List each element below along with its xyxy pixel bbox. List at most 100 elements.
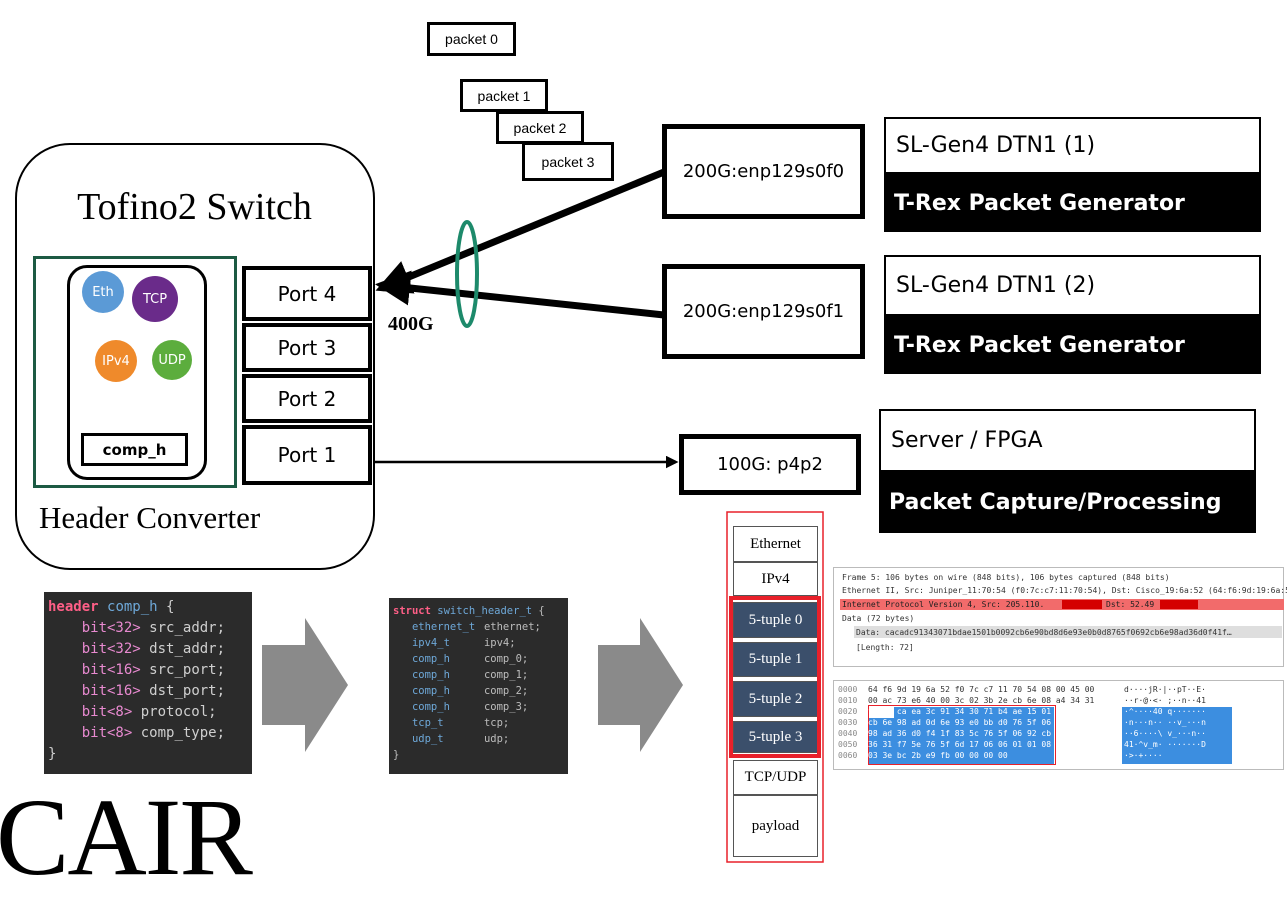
code2-name: switch_header_t	[437, 605, 533, 617]
code2-field-name: comp_1;	[483, 669, 529, 681]
code-comp-h-header: header comp_h { bit<32> src_addr; bit<32…	[44, 592, 252, 774]
ascii-row-0: d····jR·|··pT··E·	[1124, 685, 1206, 694]
code1-keyword: header	[48, 599, 99, 615]
port-4: Port 4	[242, 266, 372, 321]
nic-p4p2: 100G: p4p2	[679, 434, 861, 495]
port-3: Port 3	[242, 323, 372, 372]
code2-field-type: comp_h	[411, 701, 450, 713]
code1-field-name: src_addr;	[149, 620, 226, 636]
parser-graph-box	[67, 265, 207, 480]
ascii-row-1: ··r·@·<· ;··n··41	[1124, 696, 1206, 705]
link-aggregation-ellipse	[455, 220, 479, 328]
hex-selection-highlight-row2	[894, 707, 1054, 718]
code2-field-name: comp_3;	[483, 701, 529, 713]
offset-6: 0060	[838, 751, 858, 760]
host-1-name: SL-Gen4 DTN1 (1)	[884, 117, 1261, 174]
code2-close: }	[393, 749, 400, 761]
code2-keyword: struct	[393, 605, 431, 617]
code2-field-type: ipv4_t	[411, 637, 450, 649]
code1-field-name: dst_port;	[149, 683, 226, 699]
code2-field-type: comp_h	[411, 669, 450, 681]
stack-ethernet: Ethernet	[733, 526, 818, 562]
comp-h-box: comp_h	[81, 433, 188, 466]
packet-2: packet 2	[496, 111, 584, 144]
stack-5-tuple-0: 5-tuple 0	[733, 602, 818, 638]
code2-field-name: comp_0;	[483, 653, 529, 665]
host-2-name: SL-Gen4 DTN1 (2)	[884, 255, 1261, 316]
host-1-role: T-Rex Packet Generator	[884, 174, 1261, 232]
packet-1: packet 1	[460, 79, 548, 112]
hex-row-3: cb 6e 98 ad 0d 6e 93 e0 bb d0 76 5f 06 9…	[868, 718, 1095, 727]
port-2: Port 2	[242, 374, 372, 423]
ascii-row-6: ·>·+····	[1124, 751, 1163, 760]
code2-field-type: comp_h	[411, 653, 450, 665]
code2-field-name: ipv4;	[483, 637, 516, 649]
offset-0: 0000	[838, 685, 858, 694]
nic-enp129s0f0: 200G:enp129s0f0	[662, 124, 865, 219]
capture-ip-dst-line: Dst: 52.49	[1106, 600, 1155, 609]
code1-field-type: bit<32>	[81, 641, 141, 657]
stack-ipv4: IPv4	[733, 562, 818, 596]
node-eth: Eth	[82, 271, 124, 313]
hex-row-0: 64 f6 9d 19 6a 52 f0 7c c7 11 70 54 08 0…	[868, 685, 1095, 694]
cair-logo: CAIR	[0, 776, 253, 898]
code2-field-name: udp;	[483, 733, 510, 745]
offset-1: 0010	[838, 696, 858, 705]
code2-field-type: udp_t	[411, 733, 444, 745]
hex-row-6: 03 3e bc 2b e9 fb 00 00 00 00	[868, 751, 1008, 760]
node-ipv4: IPv4	[95, 340, 137, 382]
code2-field-type: comp_h	[411, 685, 450, 697]
code2-field-name: tcp;	[483, 717, 510, 729]
code1-name: comp_h	[107, 599, 158, 615]
host-3-name: Server / FPGA	[879, 409, 1256, 472]
stack-outer-frame	[726, 511, 824, 863]
capture-details-pane: Frame 5: 106 bytes on wire (848 bits), 1…	[833, 567, 1287, 667]
packet-3: packet 3	[522, 142, 614, 181]
code2-field-type: ethernet_t	[411, 621, 476, 633]
host-2-role: T-Rex Packet Generator	[884, 316, 1261, 374]
code1-field-type: bit<8>	[81, 704, 133, 720]
code2-field-type: tcp_t	[411, 717, 444, 729]
offset-4: 0040	[838, 729, 858, 738]
packet-0: packet 0	[427, 22, 516, 56]
capture-ethernet-line: Ethernet II, Src: Juniper_11:70:54 (f0:7…	[842, 586, 1287, 595]
host-3-role: Packet Capture/Processing	[879, 472, 1256, 533]
header-converter-label: Header Converter	[39, 500, 261, 535]
ascii-row-3: ·n···n·· ··v_···n	[1124, 718, 1206, 727]
link-nic0-port4	[375, 168, 666, 294]
code1-field-type: bit<16>	[81, 683, 141, 699]
capture-redacted-src	[1062, 600, 1102, 609]
transform-arrow-2	[598, 618, 683, 752]
capture-data-value-line: Data: cacadc91343071bdae1501b0092cb6e90b…	[856, 628, 1232, 637]
ascii-row-2: ·^····40 q·······	[1124, 707, 1206, 716]
capture-redacted-dst	[1160, 600, 1198, 609]
capture-length-line: [Length: 72]	[856, 643, 914, 652]
code1-field-name: comp_type;	[140, 725, 226, 741]
transform-arrow-1	[262, 618, 348, 752]
ascii-selection-highlight	[1122, 707, 1232, 764]
node-udp: UDP	[152, 340, 192, 380]
ascii-row-5: 41·^v_m· ·······D	[1124, 740, 1206, 749]
link-nic1-port4	[375, 270, 665, 319]
code1-field-name: dst_addr;	[149, 641, 226, 657]
code2-field-name: ethernet;	[483, 621, 541, 633]
header-converter-box	[33, 256, 237, 488]
code1-field-type: bit<16>	[81, 662, 141, 678]
hex-outline-box	[868, 705, 1056, 765]
offset-5: 0050	[838, 740, 858, 749]
capture-ip-src-line: Internet Protocol Version 4, Src: 205.11…	[842, 600, 1045, 609]
stack-5-tuple-3: 5-tuple 3	[733, 721, 818, 753]
capture-bytes-pane: 0000 0010 0020 0030 0040 0050 0060 64 f6…	[833, 680, 1284, 770]
hex-row-2: f7 5e ca ea 3c 91 34 30 71 b4 ae 15 01 b…	[868, 707, 1095, 716]
stack-5-tuple-highlight	[729, 596, 821, 758]
link-speed-label: 400G	[388, 313, 434, 335]
capture-data-line: Data (72 bytes)	[842, 614, 915, 623]
hex-selection-highlight-rows	[868, 718, 1054, 764]
node-tcp: TCP	[132, 276, 178, 322]
capture-frame-line: Frame 5: 106 bytes on wire (848 bits), 1…	[842, 573, 1170, 582]
code2-field-name: comp_2;	[483, 685, 529, 697]
hex-row-4: 98 ad 36 d0 f4 1f 83 5c 76 5f 06 92 cb 6…	[868, 729, 1095, 738]
offset-3: 0030	[838, 718, 858, 727]
nic-enp129s0f1: 200G:enp129s0f1	[662, 264, 865, 359]
